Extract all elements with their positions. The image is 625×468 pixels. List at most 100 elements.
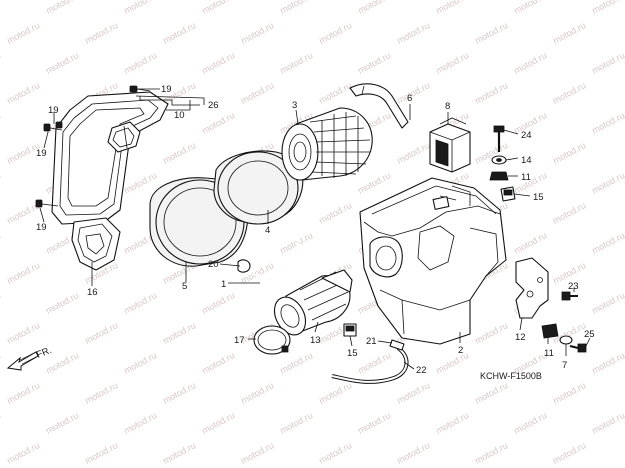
watermark-text: motod.ru	[200, 290, 236, 316]
watermark-text: motod.ru	[200, 350, 236, 376]
connecting-tube	[273, 269, 353, 336]
watermark-text: motod.ru	[590, 110, 625, 136]
watermark-text: motod.ru	[356, 50, 392, 76]
clip-15-upper	[500, 186, 516, 202]
watermark-text: motod.ru	[44, 410, 80, 436]
callout-20: 20	[208, 259, 219, 270]
watermark-text: motod.ru	[356, 410, 392, 436]
front-direction-indicator: FR.	[6, 345, 53, 371]
washer-14	[491, 155, 507, 165]
callout-19-left-upper: 19	[48, 105, 59, 116]
watermark-text: motod.ru	[0, 170, 2, 196]
watermark-text: motod.ru	[590, 170, 625, 196]
watermark-text: motod.ru	[473, 380, 509, 406]
watermark-text: motod.ru	[473, 440, 509, 466]
watermark-text: motod.ru	[551, 140, 587, 166]
diagram-code: KCHW-F1500B	[480, 371, 542, 381]
front-arrow-icon	[6, 351, 39, 371]
callout-11-lower: 11	[544, 348, 554, 359]
watermark-text: motod.ru	[512, 0, 548, 16]
watermark-text: motod.ru	[473, 320, 509, 346]
watermark-text: motod.ru	[551, 200, 587, 226]
callout-22: 22	[416, 365, 427, 376]
watermark-text: motod.ru	[122, 290, 158, 316]
watermark-text: motod.ru	[317, 440, 353, 466]
watermark-text: motod.ru	[278, 0, 314, 16]
callout-8: 8	[445, 101, 450, 112]
bolt-19-bottom	[35, 199, 59, 208]
watermark-text: motod.ru	[551, 80, 587, 106]
watermark-text: motod.ru	[161, 320, 197, 346]
watermark-text: motod.ru	[200, 50, 236, 76]
callout-2: 2	[458, 345, 463, 356]
callout-labels: 1 2 3 4 5 6 8 10 11 11 12 13 14 15 15 16…	[36, 84, 595, 376]
callout-11-upper: 11	[521, 172, 531, 183]
watermark-text: motod.ru	[239, 80, 275, 106]
watermark-text: motod.ru	[5, 440, 41, 466]
watermark-text: motod.ru	[317, 380, 353, 406]
watermark-text: motod.ru	[122, 50, 158, 76]
watermark-text: motod.ru	[239, 20, 275, 46]
watermark-text: motod.ru	[122, 0, 158, 16]
callout-23: 23	[568, 281, 579, 292]
watermark-text: motod.ru	[473, 80, 509, 106]
watermark-text: motod.ru	[551, 20, 587, 46]
tube-band	[253, 325, 291, 355]
watermark-text: motod.ru	[278, 230, 314, 256]
watermark-text: motod.ru	[590, 230, 625, 256]
watermark-text: motod.ru	[239, 380, 275, 406]
callout-1: 1	[221, 279, 226, 290]
foam-element-inner	[213, 150, 304, 225]
watermark-text: motod.ru	[5, 20, 41, 46]
watermark-text: motod.ru	[356, 350, 392, 376]
watermark-text: motod.ru	[200, 410, 236, 436]
callout-21: 21	[366, 336, 377, 347]
watermark-text: motod.ru	[83, 20, 119, 46]
watermark-text: motod.ru	[512, 50, 548, 76]
watermark-text: motod.ru	[161, 380, 197, 406]
bolt-19-left	[43, 123, 63, 132]
callout-4: 4	[265, 225, 270, 236]
watermark-text: motod.ru	[395, 80, 431, 106]
watermark-text: motod.ru	[5, 260, 41, 286]
callout-19-top: 19	[161, 84, 172, 95]
bolt-24	[493, 125, 505, 152]
watermark-text: motod.ru	[434, 0, 470, 16]
watermark-text: motod.ru	[590, 410, 625, 436]
watermark-text: motod.ru	[278, 50, 314, 76]
watermark-text: motod.ru	[395, 20, 431, 46]
bolt-23	[561, 291, 578, 301]
hose-clip	[237, 259, 251, 273]
front-direction-label: FR.	[35, 345, 53, 361]
watermark-text: motod.ru	[239, 440, 275, 466]
watermark-text: motod.ru	[551, 380, 587, 406]
callout-17: 17	[234, 335, 245, 346]
watermark-text: motod.ru	[395, 440, 431, 466]
watermark-text: motod.ru	[83, 440, 119, 466]
watermark-text: motod.ru	[122, 170, 158, 196]
stay-bracket	[515, 257, 549, 319]
cover-duct	[71, 217, 121, 271]
callout-25: 25	[584, 329, 595, 340]
callout-16: 16	[87, 287, 98, 298]
air-cleaner-cover	[51, 91, 169, 225]
air-cleaner-case	[359, 177, 507, 345]
watermark-text: motod.ru	[0, 110, 2, 136]
nut-11-lower	[541, 323, 559, 339]
watermark-text: motod.ru	[317, 200, 353, 226]
drain-hose-inner	[245, 151, 399, 277]
watermark-text: motod.ru	[512, 410, 548, 436]
watermark-text: motod.ru	[200, 0, 236, 16]
mesh-element	[281, 107, 373, 181]
watermark-text: motod.ru	[395, 140, 431, 166]
clip-lower	[343, 323, 357, 337]
watermark-text: motod.ru	[5, 80, 41, 106]
watermark-text: motod.ru	[434, 50, 470, 76]
bolt-25	[569, 343, 587, 353]
watermark-text: motod.ru	[5, 320, 41, 346]
watermark-text: motod.ru	[317, 20, 353, 46]
retaining-strap	[349, 83, 409, 129]
watermark-text: motod.ru	[0, 0, 2, 16]
watermark-text: motod.ru	[83, 320, 119, 346]
